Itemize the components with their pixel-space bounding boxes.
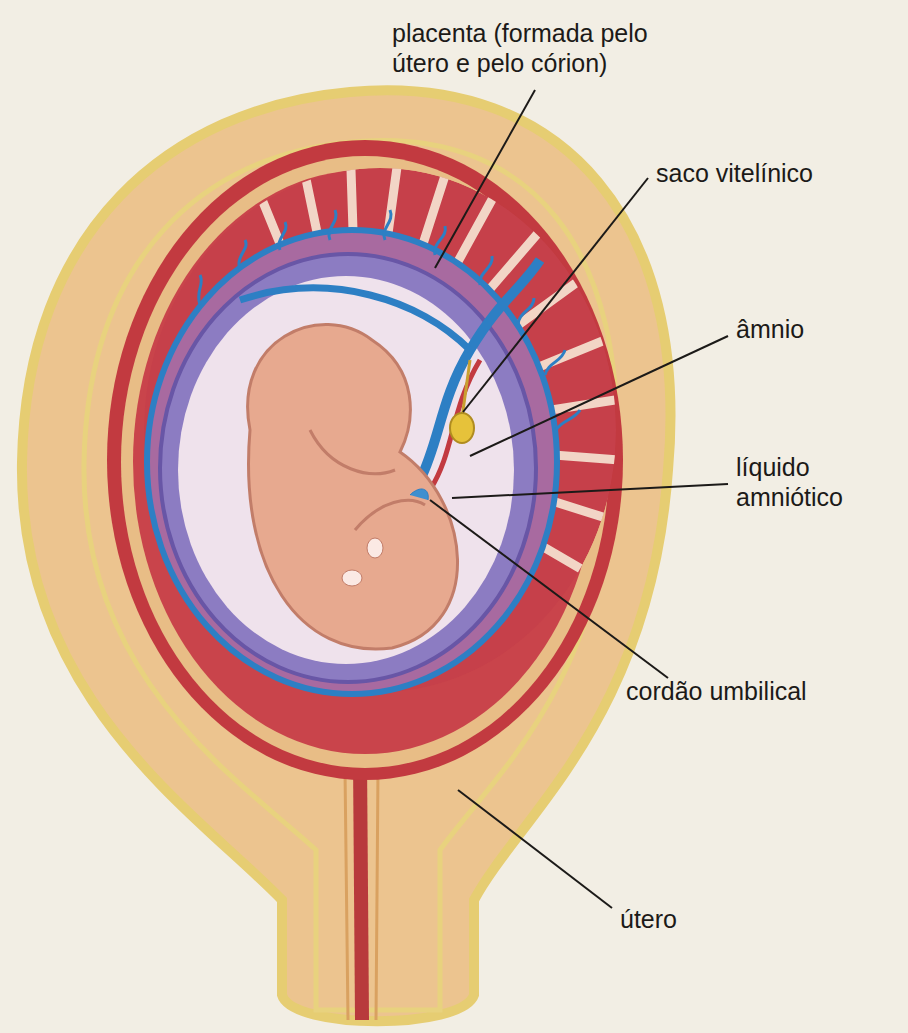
part-label: saco vitelínico bbox=[656, 158, 896, 188]
fetus-spot bbox=[342, 570, 362, 586]
umbilical-vein bbox=[420, 260, 540, 480]
fetus-arm bbox=[310, 430, 395, 474]
chorion bbox=[147, 230, 557, 694]
cord-root bbox=[410, 489, 428, 500]
cervical-canal bbox=[360, 760, 362, 1020]
amniotic-fluid bbox=[178, 276, 514, 664]
uterine-lining bbox=[107, 140, 623, 780]
leader-lines bbox=[430, 90, 728, 908]
umbilical-artery bbox=[430, 360, 480, 490]
cervix-wall bbox=[345, 770, 378, 1020]
uterus-wall bbox=[22, 90, 671, 1021]
fetus-spot bbox=[367, 538, 383, 558]
fetus bbox=[248, 324, 458, 649]
part-label: placenta (formada pelo útero e pelo córi… bbox=[392, 18, 692, 78]
part-label: cordão umbilical bbox=[626, 676, 896, 706]
fetus-leg bbox=[355, 500, 425, 530]
amnion bbox=[160, 254, 536, 682]
part-label: líquido amniótico bbox=[736, 452, 886, 512]
part-label: âmnio bbox=[736, 314, 886, 344]
part-label: útero bbox=[620, 904, 770, 934]
yolk-sac bbox=[450, 413, 474, 443]
